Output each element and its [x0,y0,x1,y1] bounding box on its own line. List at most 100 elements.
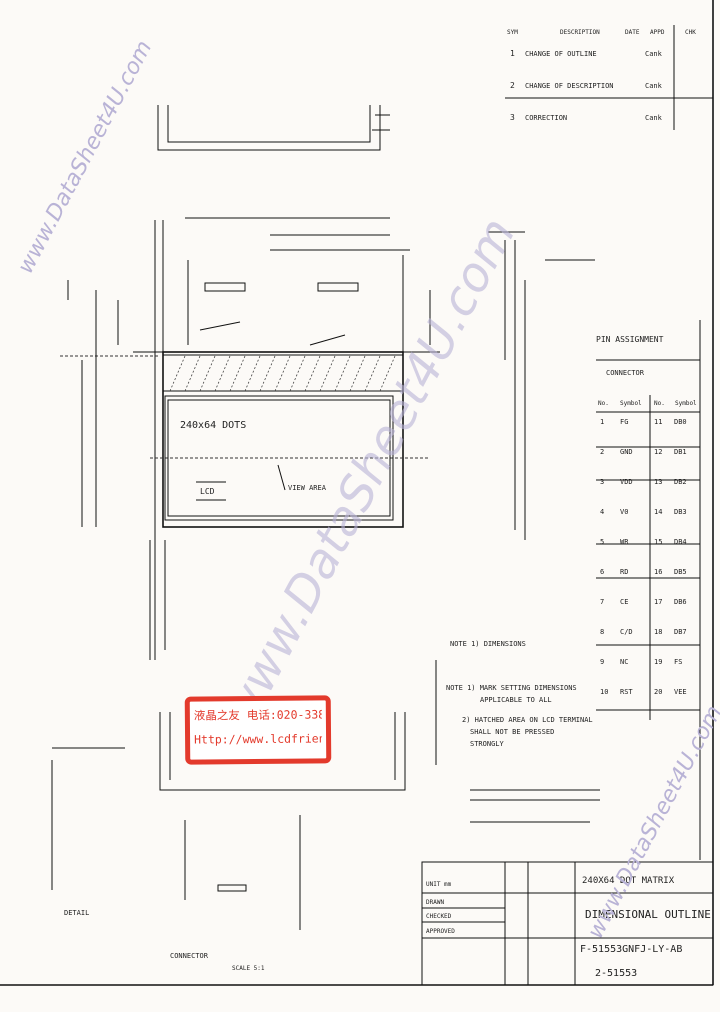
pin-number: 1 [600,418,604,426]
pin-symbol: WR [620,538,629,546]
rev-desc: CHANGE OF OUTLINE [525,50,597,58]
pin-symbol: DB0 [674,418,687,426]
pin-symbol: DB1 [674,448,687,456]
note-text: 2) HATCHED AREA ON LCD TERMINAL [462,716,593,724]
pin-assignment-table: PIN ASSIGNMENT CONNECTOR No. Symbol No. … [596,320,701,860]
pin-number: 6 [600,568,604,576]
pin-number: 8 [600,628,604,636]
rev-header: DATE [625,29,640,36]
pin-symbol: FG [620,418,628,426]
dots-label: 240x64 DOTS [180,420,246,431]
drawing-name: DIMENSIONAL OUTLINE [585,908,711,921]
pin-number: 20 [654,688,662,696]
rev-header: DESCRIPTION [560,29,600,36]
pin-symbol: V0 [620,508,628,516]
rev-appd: Cank [645,114,663,122]
revision-table: SYM DESCRIPTION DATE APPD CHK 1 CHANGE O… [505,25,713,130]
pin-table-title: PIN ASSIGNMENT [596,335,664,344]
pin-symbol: VDD [620,478,633,486]
top-side-view [157,105,390,151]
lcd-label: LCD [200,487,215,496]
pin-symbol: NC [620,658,628,666]
pin-number: 14 [654,508,662,516]
module-front-view: 240x64 DOTS VIEW AREA LCD [60,217,440,660]
rev-desc: CHANGE OF DESCRIPTION [525,82,614,90]
rev-appd: Cank [645,82,663,90]
approved-label: APPROVED [426,928,455,935]
pin-symbol: DB5 [674,568,687,576]
pin-symbol: VEE [674,688,687,696]
view-area [167,399,391,517]
pin-number: 4 [600,508,604,516]
pin-col-header: No. [598,400,609,407]
connector-right [317,282,359,292]
rev-header: CHK [685,29,696,36]
drawn-label: DRAWN [426,899,444,906]
pin-symbol: DB4 [674,538,687,546]
view-area-label: VIEW AREA [288,484,327,492]
pin-number: 17 [654,598,662,606]
pin-number: 19 [654,658,662,666]
checked-label: CHECKED [426,913,452,920]
pin-number: 7 [600,598,604,606]
pin-col-header: Symbol [675,400,697,407]
rev-sym: 1 [510,49,515,58]
notes: NOTE 1) DIMENSIONS NOTE 1) MARK SETTING … [435,640,593,765]
pin-number: 9 [600,658,604,666]
note-text: STRONGLY [470,740,505,748]
contact-stamp: 液晶之友 电话:020-33813057 Http://www.lcdfrien… [184,695,332,765]
pin-symbol: CE [620,598,628,606]
pin-number: 10 [600,688,608,696]
stamp-url: Http://www.lcdfriends.com [194,731,323,747]
title-text: 240X64 DOT MATRIX [582,876,675,886]
pin-symbol: FS [674,658,682,666]
pin-col-header: Symbol [620,400,642,407]
pin-number: 16 [654,568,662,576]
watermark-right: www.DataSheet4U.com [583,702,720,943]
rev-desc: CORRECTION [525,114,567,122]
connector-label: CONNECTOR [170,952,209,960]
pin-table-subtitle: CONNECTOR [606,369,645,377]
pin-number: 12 [654,448,662,456]
connector-left [204,282,246,292]
drawing-number: 2-51553 [595,968,637,979]
pin-number: 13 [654,478,662,486]
pin-symbol: C/D [620,628,633,636]
pin-number: 3 [600,478,604,486]
hatched-area [162,354,404,392]
pin-symbol: DB7 [674,628,687,636]
rev-header: APPD [650,29,665,36]
detail-label: DETAIL [64,909,89,917]
pin-symbol: DB6 [674,598,687,606]
watermark-left: www.DataSheet4U.com [13,37,157,278]
bottom-details: CONNECTOR DETAIL SCALE 5:1 [51,712,600,972]
part-number: F-51553GNFJ-LY-AB [580,944,682,955]
right-side-view [488,231,595,540]
pin-number: 5 [600,538,604,546]
scale-label: SCALE 5:1 [232,965,265,972]
rev-appd: Cank [645,50,663,58]
pin-symbol: RST [620,688,633,696]
note-text: APPLICABLE TO ALL [480,696,552,704]
pin-symbol: RD [620,568,628,576]
note-text: NOTE 1) MARK SETTING DIMENSIONS [446,684,577,692]
pin-symbol: DB2 [674,478,687,486]
note-text: SHALL NOT BE PRESSED [470,728,554,736]
rev-sym: 3 [510,113,515,122]
pin-symbol: DB3 [674,508,687,516]
rev-header: SYM [507,29,518,36]
stamp-phone: 液晶之友 电话:020-33813057 [193,707,322,723]
note-text: NOTE 1) DIMENSIONS [450,640,526,648]
pin-number: 11 [654,418,662,426]
pin-symbol: GND [620,448,633,456]
watermark-center: www.DataSheet4U.com [211,209,527,736]
pin-number: 15 [654,538,662,546]
rev-sym: 2 [510,81,515,90]
unit-label: UNIT mm [426,881,452,888]
title-block: UNIT mm DRAWN CHECKED APPROVED 240X64 DO… [421,861,714,986]
pin-number: 2 [600,448,604,456]
pin-number: 18 [654,628,662,636]
pin-col-header: No. [654,400,665,407]
